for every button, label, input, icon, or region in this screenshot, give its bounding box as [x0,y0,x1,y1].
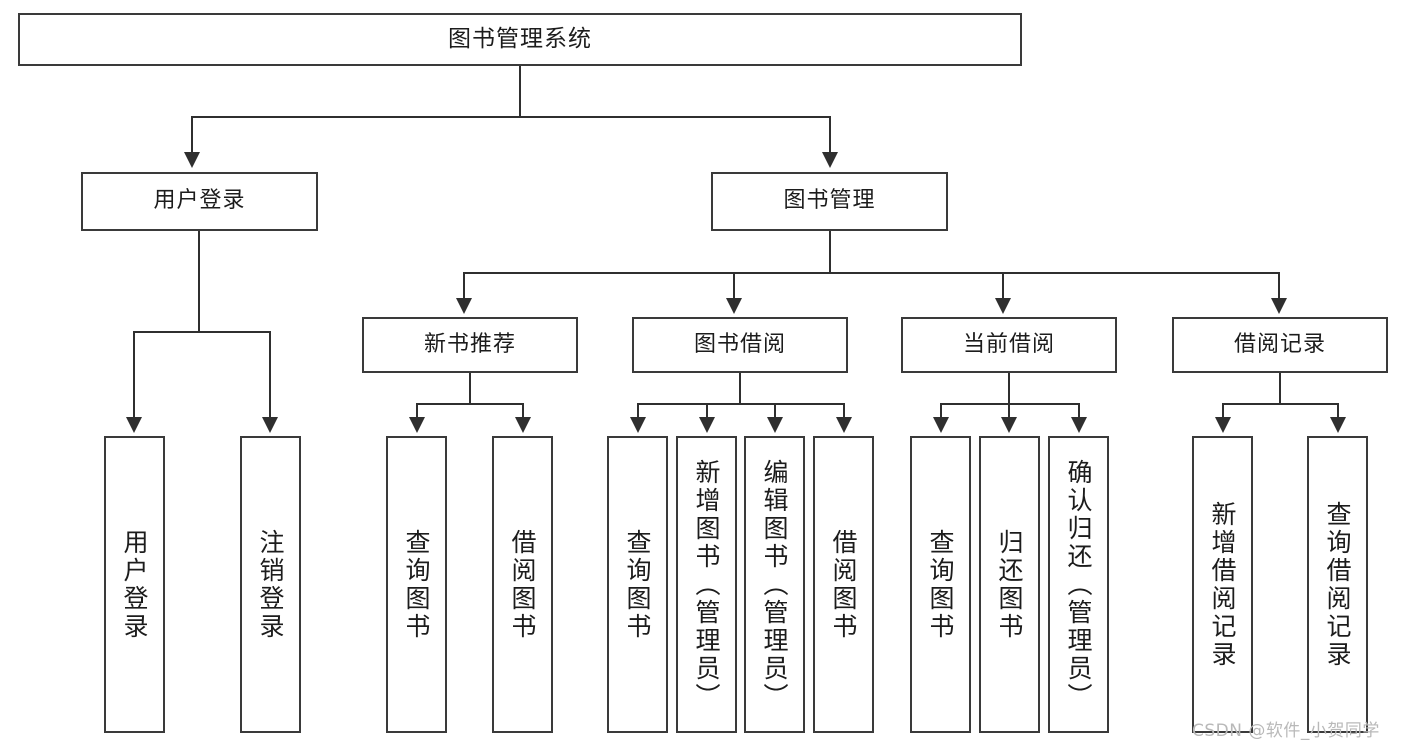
arrowhead-root-to-book-mgmt [822,152,838,168]
leaf-bb-edit-book-admin[interactable]: 编辑图书（管理员） [744,436,805,733]
arrowhead-bb-leaf-3 [767,417,783,433]
connector-current-borrow-stem [1008,373,1010,404]
leaf-cb-confirm-return-admin[interactable]: 确认归还（管理员） [1048,436,1109,733]
connector-nbr-leaf-1 [416,403,418,419]
connector-user-login-stem [198,231,200,333]
connector-to-book-borrow [733,272,735,300]
connector-bb-leaf-1 [637,403,639,419]
arrowhead-bb-leaf-1 [630,417,646,433]
arrowhead-user-login-leaf-2 [262,417,278,433]
node-label: 新增借阅记录 [1208,500,1237,669]
connector-user-login-to-leaf-2 [269,331,271,419]
node-label: 查询借阅记录 [1323,500,1352,669]
node-label: 借阅记录 [1233,331,1326,357]
arrowhead-br-leaf-1 [1215,417,1231,433]
node-label: 查询图书 [402,528,431,641]
node-label: 用户登录 [153,188,246,214]
arrowhead-cb-leaf-2 [1001,417,1017,433]
leaf-bb-borrow-book[interactable]: 借阅图书 [813,436,874,733]
node-user-login[interactable]: 用户登录 [81,172,318,231]
arrowhead-current-borrow [995,298,1011,314]
node-current-borrow[interactable]: 当前借阅 [901,317,1117,373]
node-label: 注销登录 [256,528,285,641]
node-label: 确认归还（管理员） [1064,458,1093,711]
connector-br-leaf-1 [1222,403,1224,419]
connector-root-stem [519,66,521,117]
arrowhead-cb-leaf-3 [1071,417,1087,433]
node-label: 查询图书 [623,528,652,641]
leaf-cb-return-book[interactable]: 归还图书 [979,436,1040,733]
arrowhead-bb-leaf-2 [699,417,715,433]
connector-borrow-record-bus [1222,403,1339,405]
node-label: 借阅图书 [829,528,858,641]
connector-book-mgmt-bus [463,272,1280,274]
connector-bb-leaf-3 [774,403,776,419]
connector-to-borrow-record [1278,272,1280,300]
connector-book-borrow-stem [739,373,741,404]
connector-book-mgmt-stem [829,231,831,273]
connector-borrow-record-stem [1279,373,1281,404]
connector-root-to-user-login [191,116,193,154]
connector-user-login-to-leaf-1 [133,331,135,419]
node-label: 借阅图书 [508,528,537,641]
connector-root-to-book-mgmt [829,116,831,154]
node-borrow-record[interactable]: 借阅记录 [1172,317,1388,373]
leaf-user-login-signout[interactable]: 注销登录 [240,436,301,733]
arrowhead-user-login-leaf-1 [126,417,142,433]
node-book-management[interactable]: 图书管理 [711,172,948,231]
leaf-br-query-record[interactable]: 查询借阅记录 [1307,436,1368,733]
leaf-br-add-record[interactable]: 新增借阅记录 [1192,436,1253,733]
csdn-watermark: CSDN @软件_小贺同学 [1192,721,1380,741]
node-label: 新书推荐 [423,331,516,357]
connector-user-login-bus [133,331,271,333]
connector-nbr-leaf-2 [522,403,524,419]
node-book-borrow[interactable]: 图书借阅 [632,317,848,373]
connector-bb-leaf-2 [706,403,708,419]
arrowhead-nbr-leaf-1 [409,417,425,433]
connector-new-book-recommend-stem [469,373,471,404]
leaf-nbr-query-book[interactable]: 查询图书 [386,436,447,733]
node-label: 图书管理系统 [448,25,592,52]
leaf-cb-query-book[interactable]: 查询图书 [910,436,971,733]
node-label: 归还图书 [995,528,1024,641]
arrowhead-cb-leaf-1 [933,417,949,433]
connector-br-leaf-2 [1337,403,1339,419]
leaf-bb-query-book[interactable]: 查询图书 [607,436,668,733]
connector-new-book-recommend-bus [416,403,524,405]
node-label: 编辑图书（管理员） [760,458,789,711]
arrowhead-borrow-record [1271,298,1287,314]
connector-to-current-borrow [1002,272,1004,300]
arrowhead-book-borrow [726,298,742,314]
arrowhead-br-leaf-2 [1330,417,1346,433]
connector-cb-leaf-1 [940,403,942,419]
node-root-system[interactable]: 图书管理系统 [18,13,1022,66]
node-label: 图书借阅 [693,331,786,357]
connector-current-borrow-bus [940,403,1080,405]
node-new-book-recommend[interactable]: 新书推荐 [362,317,578,373]
connector-bb-leaf-4 [843,403,845,419]
connector-cb-leaf-2 [1008,403,1010,419]
connector-root-bus [191,116,831,118]
connector-to-new-book-recommend [463,272,465,300]
connector-book-borrow-bus [637,403,845,405]
node-label: 当前借阅 [962,331,1055,357]
arrowhead-bb-leaf-4 [836,417,852,433]
arrowhead-root-to-user-login [184,152,200,168]
node-label: 新增图书（管理员） [692,458,721,711]
arrowhead-nbr-leaf-2 [515,417,531,433]
node-label: 用户登录 [120,528,149,641]
connector-cb-leaf-3 [1078,403,1080,419]
node-label: 图书管理 [783,188,876,214]
node-label: 查询图书 [926,528,955,641]
arrowhead-new-book-recommend [456,298,472,314]
leaf-nbr-borrow-book[interactable]: 借阅图书 [492,436,553,733]
leaf-user-login-signin[interactable]: 用户登录 [104,436,165,733]
leaf-bb-add-book-admin[interactable]: 新增图书（管理员） [676,436,737,733]
